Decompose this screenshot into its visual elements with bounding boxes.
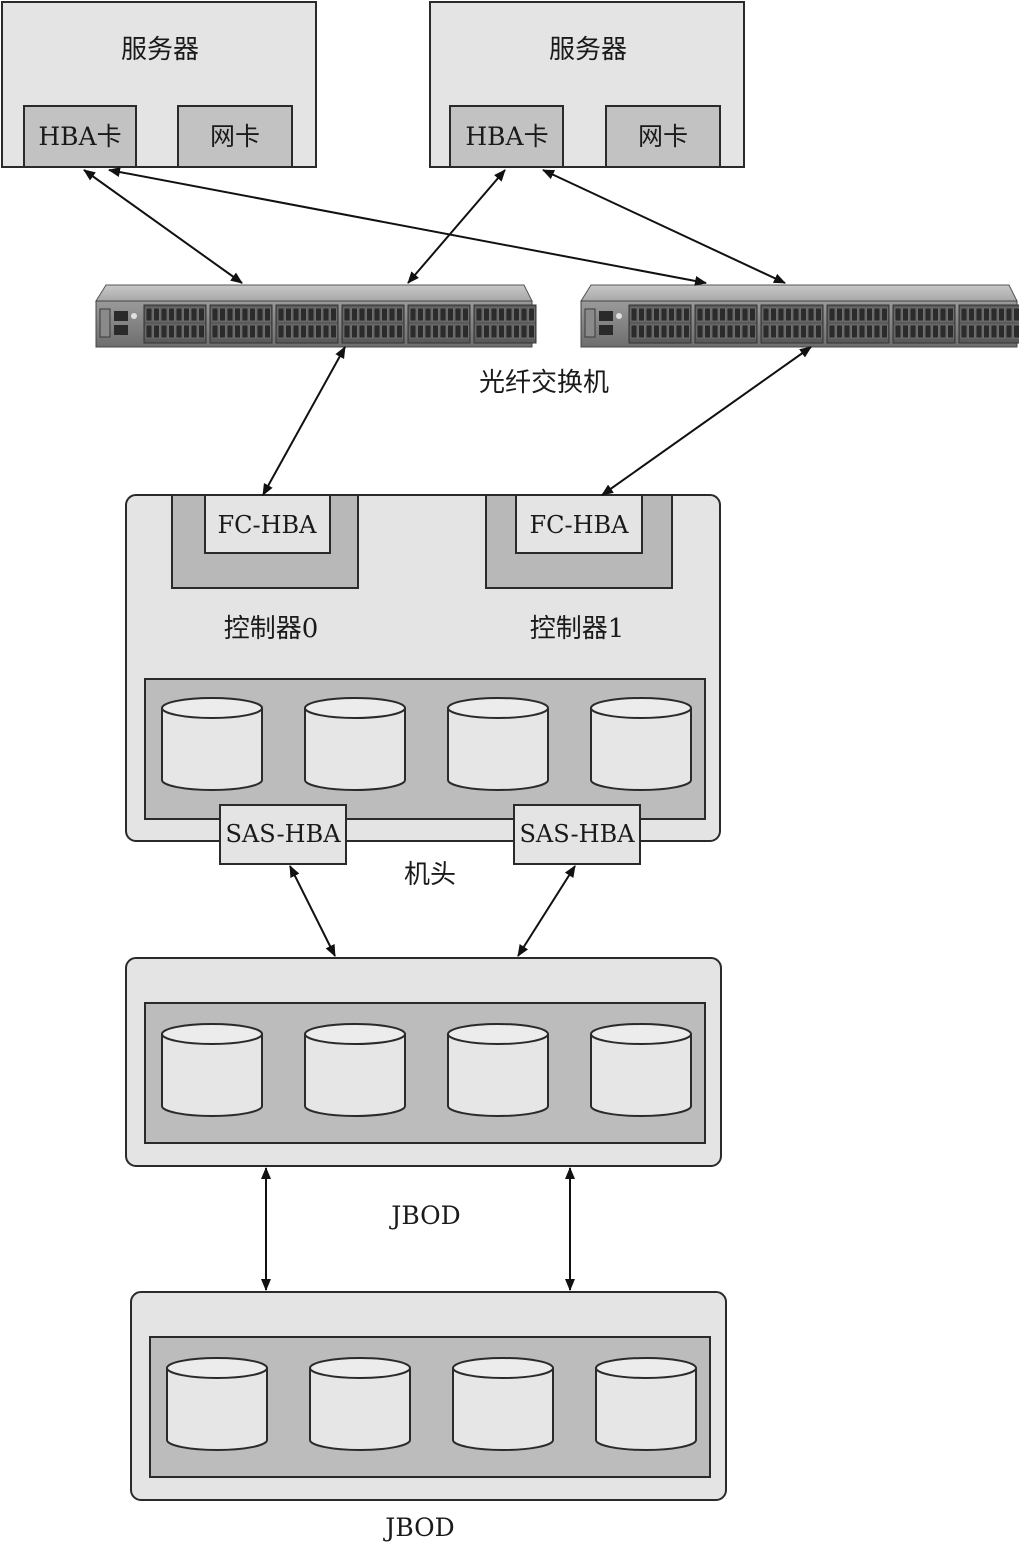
server-1-hba-label: HBA卡 bbox=[38, 122, 121, 151]
server-2-hba-label: HBA卡 bbox=[465, 122, 548, 151]
server-2-hba-card bbox=[449, 105, 564, 168]
controller-0-label: 控制器0 bbox=[224, 614, 319, 644]
jbod-2-disks bbox=[166, 1357, 697, 1451]
jbod-1-disk-2 bbox=[304, 1023, 406, 1117]
server-2-nic-label: 网卡 bbox=[638, 122, 688, 151]
jbod-1-disk-3 bbox=[447, 1023, 549, 1117]
server-2: 服务器 HBA卡 网卡 bbox=[429, 1, 745, 168]
link-sas0-jbod1 bbox=[289, 865, 336, 957]
link-server1-switch1 bbox=[83, 169, 243, 284]
link-switch1-controller0 bbox=[262, 346, 346, 496]
server-2-title: 服务器 bbox=[549, 35, 627, 65]
jbod-1-disk-1 bbox=[161, 1023, 263, 1117]
connections bbox=[83, 167, 812, 1291]
jbod-2: JBOD bbox=[130, 1291, 727, 1542]
head-disk-4 bbox=[590, 697, 692, 791]
controller-0-fc-hba bbox=[204, 494, 331, 554]
head-disk-1 bbox=[161, 697, 263, 791]
storage-head: FC-HBA 控制器0 FC-HBA 控制器1 SAS-HBA SAS-HBA … bbox=[125, 494, 721, 890]
controller-0-fc-hba-label: FC-HBA bbox=[217, 511, 317, 539]
link-server1-switch2 bbox=[108, 167, 707, 286]
head-disk-2 bbox=[304, 697, 406, 791]
server-1: 服务器 HBA卡 网卡 bbox=[1, 1, 317, 168]
controller-1-fc-hba-label: FC-HBA bbox=[529, 511, 629, 539]
head-disk-3 bbox=[447, 697, 549, 791]
link-switch2-controller1 bbox=[601, 346, 812, 496]
sas-hba-1 bbox=[513, 804, 641, 865]
storage-head-label: 机头 bbox=[404, 860, 456, 890]
jbod-1-label: JBOD bbox=[388, 1201, 460, 1230]
server-1-nic-label: 网卡 bbox=[210, 122, 260, 151]
server-1-nic bbox=[177, 105, 293, 168]
jbod-1-disk-4 bbox=[590, 1023, 692, 1117]
server-2-nic bbox=[605, 105, 721, 168]
jbod-2-disk-4 bbox=[595, 1357, 697, 1451]
jbod-1-disks bbox=[161, 1023, 692, 1117]
controller-1-label: 控制器1 bbox=[530, 614, 625, 644]
fibre-switch-1 bbox=[95, 284, 537, 348]
sas-hba-0 bbox=[219, 804, 347, 865]
jbod-1: JBOD bbox=[125, 957, 722, 1230]
controller-1-fc-hba bbox=[515, 494, 643, 554]
link-server2-switch1 bbox=[407, 169, 506, 284]
link-sas1-jbod1 bbox=[517, 865, 576, 957]
jbod-2-disk-2 bbox=[309, 1357, 411, 1451]
server-1-title: 服务器 bbox=[121, 35, 199, 65]
head-disks bbox=[161, 697, 692, 791]
jbod-2-disk-3 bbox=[452, 1357, 554, 1451]
link-server2-switch2 bbox=[542, 169, 786, 284]
fibre-switch-2 bbox=[580, 284, 1019, 348]
server-1-hba-card bbox=[23, 105, 137, 168]
sas-hba-0-label: SAS-HBA bbox=[225, 820, 341, 848]
jbod-2-label: JBOD bbox=[382, 1513, 454, 1542]
switch-label: 光纤交换机 bbox=[479, 368, 609, 398]
sas-hba-1-label: SAS-HBA bbox=[519, 820, 635, 848]
jbod-2-disk-1 bbox=[166, 1357, 268, 1451]
